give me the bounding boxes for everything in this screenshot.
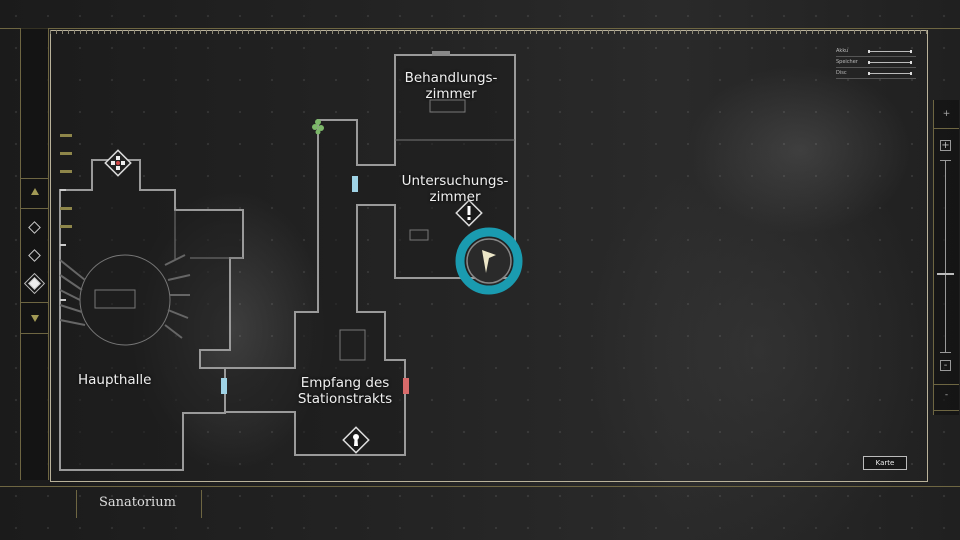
alert-icon: [455, 199, 483, 227]
floor-up-button[interactable]: [21, 188, 48, 195]
legend-label: Speicher: [836, 59, 858, 65]
tick: [60, 134, 72, 137]
floor-button-3-active[interactable]: [21, 277, 48, 290]
slider-cap: [940, 352, 951, 353]
tick: [60, 189, 66, 191]
floor-button-2[interactable]: [21, 249, 48, 262]
room-haupthalle: [59, 159, 244, 471]
tick: [60, 170, 72, 173]
tick: [60, 152, 72, 155]
tick: [60, 225, 72, 228]
zoom-slider-track[interactable]: [945, 160, 946, 352]
room-label-untersuchungszimmer: Untersuchungs-zimmer: [395, 173, 515, 205]
zoom-in-small-button[interactable]: +: [942, 109, 951, 119]
room-label-haupthalle: Haupthalle: [78, 372, 152, 388]
door-open: [352, 176, 358, 192]
floor-selector: [20, 28, 49, 480]
legend-bar: [868, 49, 912, 53]
diamond-icon: [28, 277, 41, 290]
diamond-icon: [28, 221, 41, 234]
legend-bar: [868, 71, 912, 75]
zoom-control: + + - -: [933, 100, 959, 415]
door-locked: [403, 378, 409, 394]
floor-button-1[interactable]: [21, 221, 48, 234]
zoom-slider-handle[interactable]: [937, 273, 954, 276]
divider: [934, 128, 959, 129]
herb-icon: [312, 119, 324, 135]
area-name: Sanatorium: [76, 490, 202, 518]
divider: [21, 333, 48, 334]
slider-cap: [940, 160, 951, 161]
frame-line: [0, 28, 960, 29]
arrow-down-icon: [30, 315, 39, 322]
player-marker-icon: [455, 227, 523, 295]
room-label-line: Untersuchungs-: [401, 173, 509, 189]
divider: [934, 384, 959, 385]
room-label-behandlungszimmer: Behandlungs-zimmer: [396, 70, 506, 102]
divider: [21, 178, 48, 179]
tick: [60, 244, 66, 246]
room-label-line: Empfang des: [300, 375, 390, 391]
door: [432, 51, 450, 56]
legend-row: Disc: [836, 68, 916, 79]
floor-down-button[interactable]: [21, 315, 48, 322]
room-label-line: zimmer: [429, 189, 481, 205]
divider: [21, 302, 48, 303]
map-ruler: [50, 30, 928, 34]
status-legend: Akku Speicher Disc: [836, 46, 916, 79]
divider: [21, 208, 48, 209]
tick: [60, 207, 72, 210]
zoom-out-button[interactable]: -: [940, 360, 951, 371]
legend-label: Disc: [836, 70, 847, 76]
legend-label: Akku: [836, 48, 849, 54]
zoom-in-button[interactable]: +: [940, 140, 951, 151]
room-label-line: zimmer: [425, 86, 477, 102]
tick: [60, 299, 66, 301]
diamond-icon: [28, 249, 41, 262]
save-room-icon: [104, 149, 132, 177]
keyhole-icon: [342, 426, 370, 454]
room-label-line: Behandlungs-: [404, 70, 498, 86]
legend-bar: [868, 60, 912, 64]
frame-line: [0, 486, 960, 487]
map-button[interactable]: Karte: [863, 456, 907, 470]
arrow-up-icon: [30, 188, 39, 195]
room-label-line: Stationstrakts: [297, 391, 393, 407]
zoom-out-small-button[interactable]: -: [944, 390, 949, 400]
divider: [934, 410, 959, 411]
legend-row: Akku: [836, 46, 916, 57]
corridor: [224, 54, 516, 456]
legend-row: Speicher: [836, 57, 916, 68]
door-open: [221, 378, 227, 394]
